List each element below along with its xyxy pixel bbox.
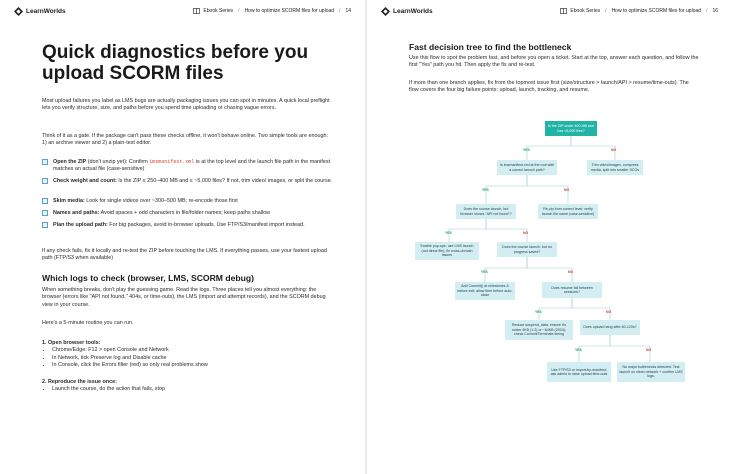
logs-paragraph: When something breaks, don't play the gu…	[42, 287, 326, 308]
tree-connectors	[448, 136, 651, 362]
brand-name: LearnWorlds	[393, 8, 433, 15]
intro-paragraph: Most upload failures you label as LMS bu…	[42, 98, 330, 112]
header-breadcrumb: Ebook Series / How to optimize SCORM fil…	[193, 8, 351, 14]
page-header: LearnWorlds Ebook Series / How to optimi…	[14, 7, 351, 19]
fix-suspend-data: Reduce suspend_data; ensure it's under 4…	[505, 320, 573, 340]
separator: /	[706, 8, 708, 14]
page-number: 14	[345, 8, 351, 14]
checkbox[interactable]	[42, 159, 48, 165]
fix-trim-media: Trim video/images, compress media, split…	[587, 160, 643, 175]
tree-intro-2: If more than one branch applies, fix fro…	[409, 80, 689, 94]
step-2: 2. Reproduce the issue once: Launch the …	[42, 379, 332, 394]
checkbox[interactable]	[42, 222, 48, 228]
list-item: In Console, click the Errors filter (red…	[52, 362, 332, 369]
routine-intro: Here's a 5-minute routine you can run.	[42, 320, 134, 326]
header-breadcrumb: Ebook Series / How to optimize SCORM fil…	[560, 8, 718, 14]
book-icon	[193, 8, 201, 14]
list-item: Launch the course, do the action that fa…	[52, 386, 332, 393]
q-manifest: Is imsmanifest.xml at the root with a co…	[497, 160, 557, 175]
doc-title: How to optimize SCORM files for upload	[611, 8, 702, 14]
brand-logo: LearnWorlds	[14, 7, 66, 16]
learnworlds-logo-icon	[14, 7, 23, 16]
gate-paragraph: Think of it as a gate. If the package ca…	[42, 133, 328, 147]
separator: /	[238, 8, 240, 14]
series-label: Ebook Series	[203, 8, 234, 14]
checklist-item: Skim media: Look for single videos over …	[42, 198, 342, 205]
yes-label: YES	[482, 188, 489, 192]
checklist-item: Open the ZIP (don't unzip yet): Confirm …	[42, 159, 342, 173]
fix-popups: Enable pop-ups, use LMS launch (not dire…	[415, 242, 479, 260]
checklist-item: Check weight and count: Is the ZIP ≤ 250…	[42, 178, 342, 185]
book-icon	[560, 8, 568, 14]
no-label: NO	[568, 270, 574, 274]
q-no-progress: Does the course launch, but no progress …	[497, 242, 557, 257]
step-title: 1. Open browser tools:	[42, 340, 101, 346]
step-title: 2. Reproduce the issue once:	[42, 379, 117, 385]
right-page: LearnWorlds Ebook Series / How to optimi…	[367, 0, 732, 474]
page-number: 16	[712, 8, 718, 14]
section-heading: Fast decision tree to find the bottlenec…	[409, 42, 572, 52]
yes-label: YES	[575, 348, 582, 352]
step-1: 1. Open browser tools: Chrome/Edge: F12 …	[42, 340, 332, 369]
no-label: NO	[564, 188, 570, 192]
yes-label: YES	[523, 148, 530, 152]
page-header: LearnWorlds Ebook Series / How to optimi…	[381, 7, 718, 19]
checklist-item: Names and paths: Avoid spaces + odd char…	[42, 210, 342, 217]
brand-name: LearnWorlds	[26, 8, 66, 15]
yes-label: YES	[535, 310, 542, 314]
separator: /	[605, 8, 607, 14]
yes-label: YES	[445, 231, 452, 235]
list-item: In Network, tick Preserve log and Disabl…	[52, 355, 332, 362]
checkbox[interactable]	[42, 210, 48, 216]
checkbox[interactable]	[42, 198, 48, 204]
tree-intro: Use this flow to spot the problem fast, …	[409, 55, 699, 69]
q-zip-size: Is the ZIP under 400 MB and has <5,000 f…	[545, 121, 597, 136]
page-title: Quick diagnostics before you upload SCOR…	[42, 42, 309, 84]
q-upload-hang: Does upload hang after 60-120s?	[580, 320, 640, 335]
fix-ftp-s3: Use FTP/S3 or import-by-manifest; ask ad…	[547, 362, 611, 382]
yes-label: YES	[481, 270, 488, 274]
fix-commit: Add Commit() at milestones & before exit…	[455, 282, 515, 300]
learnworlds-logo-icon	[381, 7, 390, 16]
fix-rezip: Re-zip from correct level; verify launch…	[538, 204, 598, 219]
left-page: LearnWorlds Ebook Series / How to optimi…	[0, 0, 365, 474]
q-resume: Does resume fail between sessions?	[542, 282, 602, 298]
logs-heading: Which logs to check (browser, LMS, SCORM…	[42, 273, 254, 283]
checklist-item: Plan the upload path: For big packages, …	[42, 222, 342, 229]
no-label: NO	[523, 231, 529, 235]
brand-logo: LearnWorlds	[381, 7, 433, 16]
series-label: Ebook Series	[570, 8, 601, 14]
separator: /	[339, 8, 341, 14]
checkbox[interactable]	[42, 178, 48, 184]
list-item: Chrome/Edge: F12 > open Console and Netw…	[52, 347, 332, 354]
no-label: NO	[611, 148, 617, 152]
q-api-not-found: Does the course launch, but browser show…	[456, 204, 516, 219]
no-label: NO	[646, 348, 652, 352]
fix-no-bottleneck: No major bottlenecks detected. Test laun…	[617, 362, 685, 382]
no-label: NO	[606, 310, 612, 314]
doc-title: How to optimize SCORM files for upload	[244, 8, 335, 14]
fail-note: If any check fails, fix it locally and r…	[42, 248, 327, 262]
